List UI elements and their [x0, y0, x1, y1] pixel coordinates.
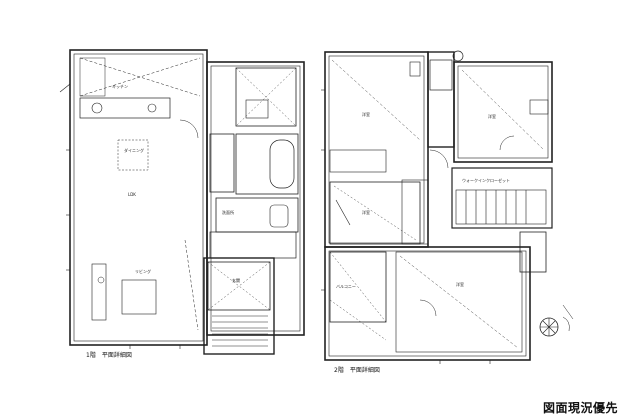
balcony-label: バルコニー [336, 284, 356, 289]
western4-label: 洋室 [456, 281, 464, 287]
walk-in-closet [329, 181, 421, 245]
sofa-icon [91, 263, 107, 321]
western2-label: 洋室 [488, 113, 496, 119]
walk-in-closet-label: ウォークインクローゼット [462, 177, 510, 183]
entrance [207, 261, 271, 311]
floor1-title: 1階 平面詳細図 [86, 351, 132, 359]
floor2-stairs [455, 189, 547, 225]
dining-label: ダイニング [124, 147, 144, 153]
floor1-outer-wall [69, 49, 208, 346]
dining-table [117, 139, 149, 171]
stove-icon [147, 103, 157, 113]
floor2-plan [321, 50, 553, 364]
floor2-title: 2階 平面詳細図 [334, 366, 380, 374]
floor2-south-wall [324, 246, 531, 361]
floor2-west-wall [324, 51, 429, 248]
kitchen-counter [79, 97, 171, 119]
ldk-label: LDK [128, 192, 136, 197]
floor1-stairs [212, 315, 268, 347]
rug-icon [121, 279, 157, 315]
bathroom [235, 133, 299, 195]
entrance-label: 玄関 [232, 277, 240, 283]
closet [429, 59, 453, 91]
floor1-east-wing-wall [206, 61, 305, 336]
bathtub-icon [269, 139, 295, 189]
floor1-plan [59, 49, 305, 355]
precedence-note: 図面現況優先 [542, 401, 618, 415]
floor2-northeast-wall [453, 61, 553, 163]
north-compass-icon [539, 304, 574, 337]
kitchen-label: キッチン [112, 84, 128, 89]
sink-icon [91, 102, 103, 114]
western3-label: 洋室 [362, 209, 370, 215]
living-label: リビング [135, 268, 151, 274]
toilet-room [235, 67, 297, 127]
western1-label: 洋室 [362, 111, 370, 117]
balcony [329, 251, 387, 323]
washroom-label: 洗面所 [222, 209, 234, 215]
